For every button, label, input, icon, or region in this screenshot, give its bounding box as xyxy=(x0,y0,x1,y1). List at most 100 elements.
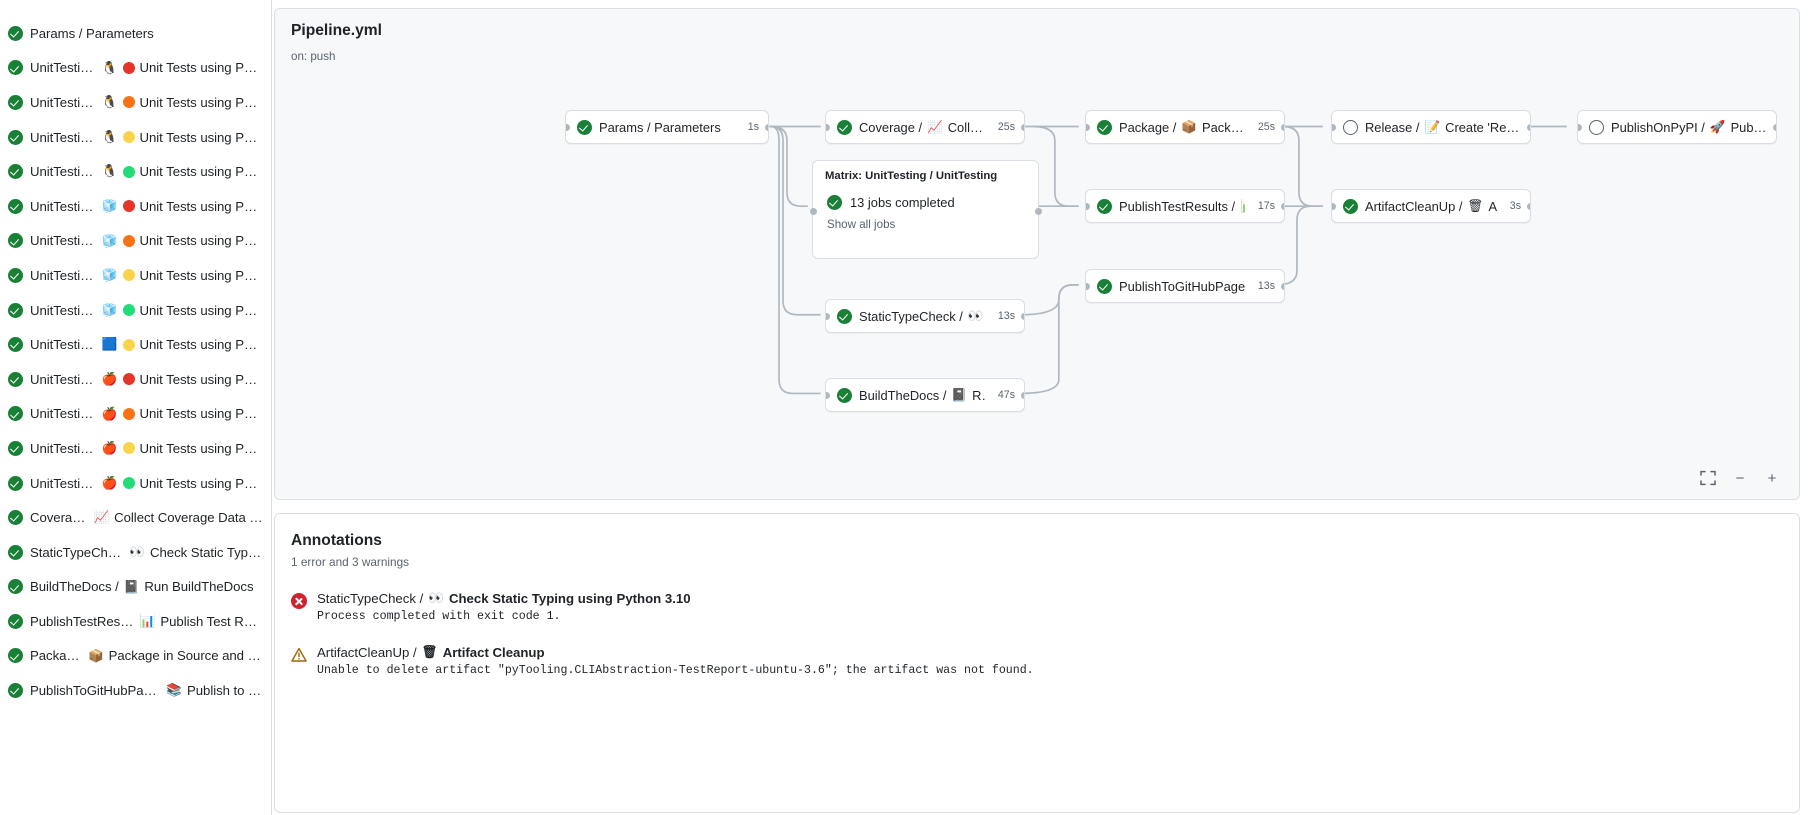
success-check-icon xyxy=(837,387,852,403)
success-check-icon xyxy=(8,25,23,41)
os-emoji-icon: 🧊 xyxy=(101,198,118,213)
main-content: Pipeline.yml on: push xyxy=(272,0,1818,815)
graph-node-job-name: Params / Parameters xyxy=(599,119,721,135)
sidebar-job-item[interactable]: UnitTesting / 🐧Unit Tests using Pyth... xyxy=(0,120,271,155)
python-version-dot-icon xyxy=(122,131,135,144)
sidebar-job-label: UnitTesting / 🐧Unit Tests using Pyth... xyxy=(30,95,263,110)
os-emoji-icon: 🧊 xyxy=(101,302,118,317)
sidebar-job-item[interactable]: UnitTesting / 🍎Unit Tests using Pyth... xyxy=(0,466,271,501)
graph-node-coverage[interactable]: Coverage / 📈Collect Cove...25s xyxy=(825,110,1025,144)
sidebar-job-name: UnitTesting / xyxy=(30,302,97,318)
graph-node-ghp[interactable]: PublishToGitHubPages / 📚...13s xyxy=(1085,269,1285,303)
node-input-port xyxy=(826,312,830,320)
sidebar-job-item[interactable]: UnitTesting / 🍎Unit Tests using Pyth... xyxy=(0,397,271,432)
sidebar-job-step: Collect Coverage Data usi... xyxy=(114,510,263,526)
graph-node-duration: 1s xyxy=(747,121,759,133)
graph-node-stc[interactable]: StaticTypeCheck / 👀Chec...13s xyxy=(825,299,1025,333)
sidebar-job-name: UnitTesting / xyxy=(30,371,97,387)
workflow-graph-card: Pipeline.yml on: push xyxy=(274,8,1800,500)
graph-node-btd[interactable]: BuildTheDocs / 📓Run Buil...47s xyxy=(825,378,1025,412)
graph-node-job-name: ArtifactCleanUp / xyxy=(1365,198,1463,214)
os-emoji-icon: 🍎 xyxy=(101,441,118,456)
sidebar-job-label: UnitTesting / 🍎Unit Tests using Pyth... xyxy=(30,372,263,387)
sidebar-job-step: Unit Tests using Pyth... xyxy=(139,371,263,387)
node-input-port xyxy=(1086,123,1090,131)
zoom-in-button[interactable]: + xyxy=(1767,469,1777,487)
annotation-job-name: StaticTypeCheck / xyxy=(317,591,424,606)
success-check-icon xyxy=(8,337,23,353)
node-input-port xyxy=(1086,282,1090,290)
graph-node-ptr[interactable]: PublishTestResults / 📊Pu...17s xyxy=(1085,189,1285,223)
sidebar-job-item[interactable]: PublishToGitHubPages / 📚Publish to G... xyxy=(0,673,271,708)
annotation-item[interactable]: StaticTypeCheck / 👀Check Static Typing u… xyxy=(291,591,1783,623)
os-emoji-icon: 📚 xyxy=(166,683,182,698)
sidebar-job-step: Unit Tests using Pyth... xyxy=(139,267,263,283)
sidebar-job-item[interactable]: UnitTesting / 🍎Unit Tests using Pyth... xyxy=(0,362,271,397)
sidebar-job-step: Unit Tests using Pyth... xyxy=(139,406,263,422)
graph-node-duration: 13s xyxy=(997,310,1015,322)
sidebar-job-label: UnitTesting / 🧊Unit Tests using Pyth... xyxy=(30,233,263,248)
annotation-message: Process completed with exit code 1. xyxy=(317,610,561,623)
os-emoji-icon: 📓 xyxy=(123,579,140,594)
sidebar-job-item[interactable]: UnitTesting / 🧊Unit Tests using Pyth... xyxy=(0,224,271,259)
graph-node-acu[interactable]: ArtifactCleanUp / 🗑Artifac...3s xyxy=(1331,189,1531,223)
zoom-out-button[interactable]: − xyxy=(1735,469,1745,487)
success-check-icon xyxy=(1097,198,1112,214)
graph-node-package[interactable]: Package / 📦Package in So...25s xyxy=(1085,110,1285,144)
success-check-icon xyxy=(8,440,23,456)
graph-node-step-name: Collect Cove... xyxy=(947,119,985,135)
sidebar-job-item[interactable]: PublishTestResults / 📊Publish Test Resu.… xyxy=(0,604,271,639)
graph-node-label: Params / Parameters xyxy=(599,120,735,135)
sidebar-job-name: UnitTesting / xyxy=(30,164,97,180)
sidebar-job-item[interactable]: UnitTesting / 🧊Unit Tests using Pyth... xyxy=(0,189,271,224)
node-output-port xyxy=(1280,123,1284,131)
sidebar-job-item[interactable]: UnitTesting / 🧊Unit Tests using Pyth... xyxy=(0,258,271,293)
graph-node-params[interactable]: Params / Parameters 1s xyxy=(565,110,769,144)
graph-node-duration: 25s xyxy=(997,121,1015,133)
graph-node-job-name: Release / xyxy=(1365,119,1420,135)
sidebar-job-item[interactable]: UnitTesting / 🧊Unit Tests using Pyth... xyxy=(0,293,271,328)
graph-node-duration: 13s xyxy=(1257,280,1275,292)
show-all-jobs-link[interactable]: Show all jobs xyxy=(827,218,896,231)
sidebar-job-item[interactable]: Package / 📦Package in Source and Wh... xyxy=(0,639,271,674)
os-emoji-icon: 🐧 xyxy=(101,60,118,75)
os-emoji-icon: 🧊 xyxy=(101,268,118,283)
success-check-icon xyxy=(8,544,23,560)
graph-node-label: ArtifactCleanUp / 🗑Artifac... xyxy=(1365,199,1497,214)
sidebar-job-item[interactable]: BuildTheDocs / 📓Run BuildTheDocs xyxy=(0,570,271,605)
success-check-icon xyxy=(837,308,852,324)
matrix-group-unittesting[interactable]: Matrix: UnitTesting / UnitTesting 13 job… xyxy=(809,160,1042,259)
sidebar-job-item[interactable]: Params / Parameters xyxy=(0,16,271,51)
sidebar-job-item[interactable]: UnitTesting / 🍎Unit Tests using Pyth... xyxy=(0,431,271,466)
annotation-job-name: ArtifactCleanUp / xyxy=(317,645,417,660)
graph-node-label: Release / 📝Create 'Release P... xyxy=(1365,120,1521,135)
sidebar-job-name: Coverage / xyxy=(30,510,89,526)
fullscreen-icon[interactable] xyxy=(1697,467,1719,489)
graph-node-label: PublishTestResults / 📊Pu... xyxy=(1119,199,1245,214)
sidebar-job-item[interactable]: UnitTesting / 🐧Unit Tests using Pyth... xyxy=(0,154,271,189)
matrix-jobs-status: 13 jobs completed xyxy=(827,195,955,210)
sidebar-job-step: Unit Tests using Pyth... xyxy=(139,440,263,456)
success-check-icon xyxy=(8,475,23,491)
success-check-icon xyxy=(8,302,23,318)
sidebar-job-name: UnitTesting / xyxy=(30,475,97,491)
sidebar-job-item[interactable]: UnitTesting / 🟦Unit Tests using Pyth... xyxy=(0,327,271,362)
sidebar-job-item[interactable]: UnitTesting / 🐧Unit Tests using Pyth... xyxy=(0,51,271,86)
sidebar-job-label: Params / Parameters xyxy=(30,26,154,41)
graph-node-step-name: Artifac... xyxy=(1488,198,1497,214)
annotation-step-name: Check Static Typing using Python 3.10 xyxy=(448,591,691,606)
graph-node-pypi[interactable]: PublishOnPyPI / 🚀Publish to ... xyxy=(1577,110,1777,144)
graph-node-step-name: Run Buil... xyxy=(972,387,985,403)
python-version-dot-icon xyxy=(122,61,135,74)
node-input-port xyxy=(566,123,570,131)
node-output-port xyxy=(1020,123,1024,131)
sidebar-job-item[interactable]: UnitTesting / 🐧Unit Tests using Pyth... xyxy=(0,85,271,120)
python-version-dot-icon xyxy=(122,477,135,490)
python-version-dot-icon xyxy=(122,200,135,213)
sidebar-job-item[interactable]: StaticTypeCheck / 👀Check Static Typing..… xyxy=(0,535,271,570)
graph-node-release[interactable]: Release / 📝Create 'Release P... xyxy=(1331,110,1531,144)
sidebar-job-item[interactable]: Coverage / 📈Collect Coverage Data usi... xyxy=(0,500,271,535)
graph-node-label: Package / 📦Package in So... xyxy=(1119,120,1245,135)
